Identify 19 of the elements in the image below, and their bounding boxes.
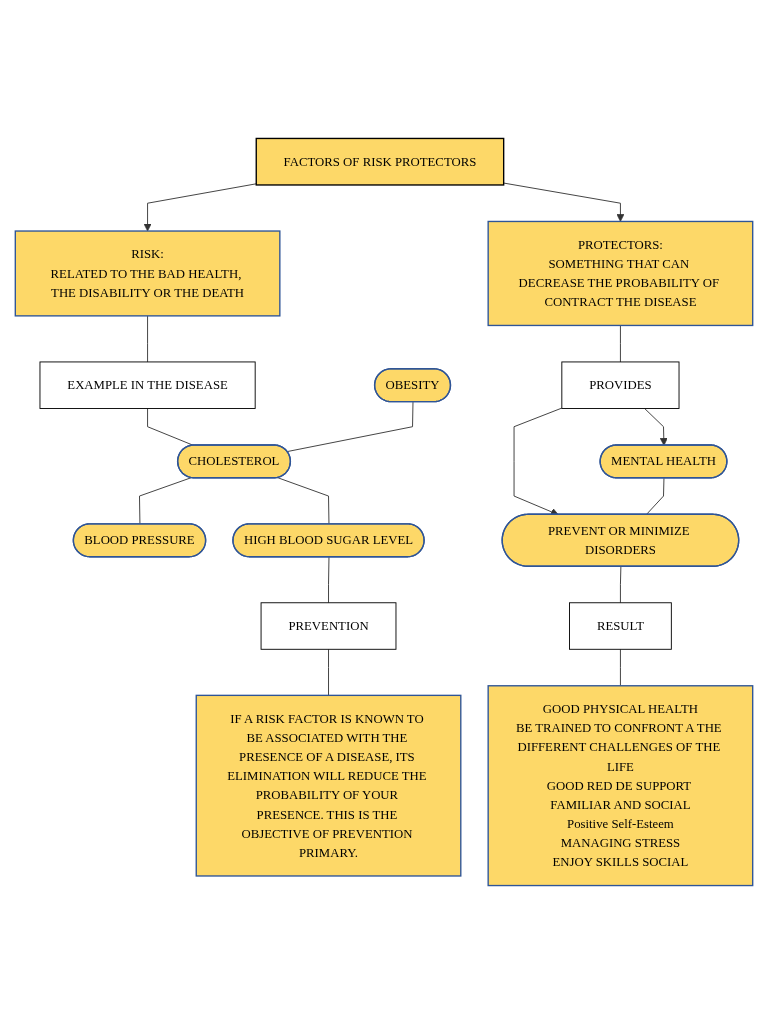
connector <box>328 556 330 604</box>
connector <box>139 477 192 525</box>
node-box: PROVIDES <box>561 361 680 409</box>
node-box: GOOD PHYSICAL HEALTH BE TRAINED TO CONFRONT A THE DIFFERENT CHALLENGES OF THE LIFE GOOD RED DE SUPPORT FAMILIAR AND SOCIAL Positive Self-Esteem MANAGING STRESS ENJOY SKILLS SOCIAL <box>487 685 754 887</box>
connector <box>619 325 621 363</box>
node-box: EXAMPLE IN THE DISEASE <box>39 361 256 409</box>
connector <box>147 315 149 363</box>
node-box: FACTORS OF RISK PROTECTORS <box>255 137 505 186</box>
connector <box>645 477 665 516</box>
node-box: IF A RISK FACTOR IS KNOWN TO BE ASSOCIATED WITH THE PRESENCE OF A DISEASE, ITS ELIMINATION WILL REDUCE THE PROBABILITY OF YOUR PRESENCE. THIS IS THE OBJECTIVE OF PREVENTION PRIMARY. <box>195 694 462 877</box>
connector <box>328 648 329 696</box>
connector <box>619 566 622 604</box>
connector <box>277 477 330 525</box>
connector <box>286 401 414 453</box>
connector <box>619 648 621 687</box>
node-box: RESULT <box>569 602 672 650</box>
node-box: RISK: RELATED TO THE BAD HEALTH, THE DISABILITY OR THE DEATH <box>14 230 281 317</box>
node-box: PROTECTORS: SOMETHING THAT CAN DECREASE THE PROBABILITY OF CONTRACT THE DISEASE <box>487 220 754 327</box>
node-box: PREVENTION <box>260 602 397 650</box>
